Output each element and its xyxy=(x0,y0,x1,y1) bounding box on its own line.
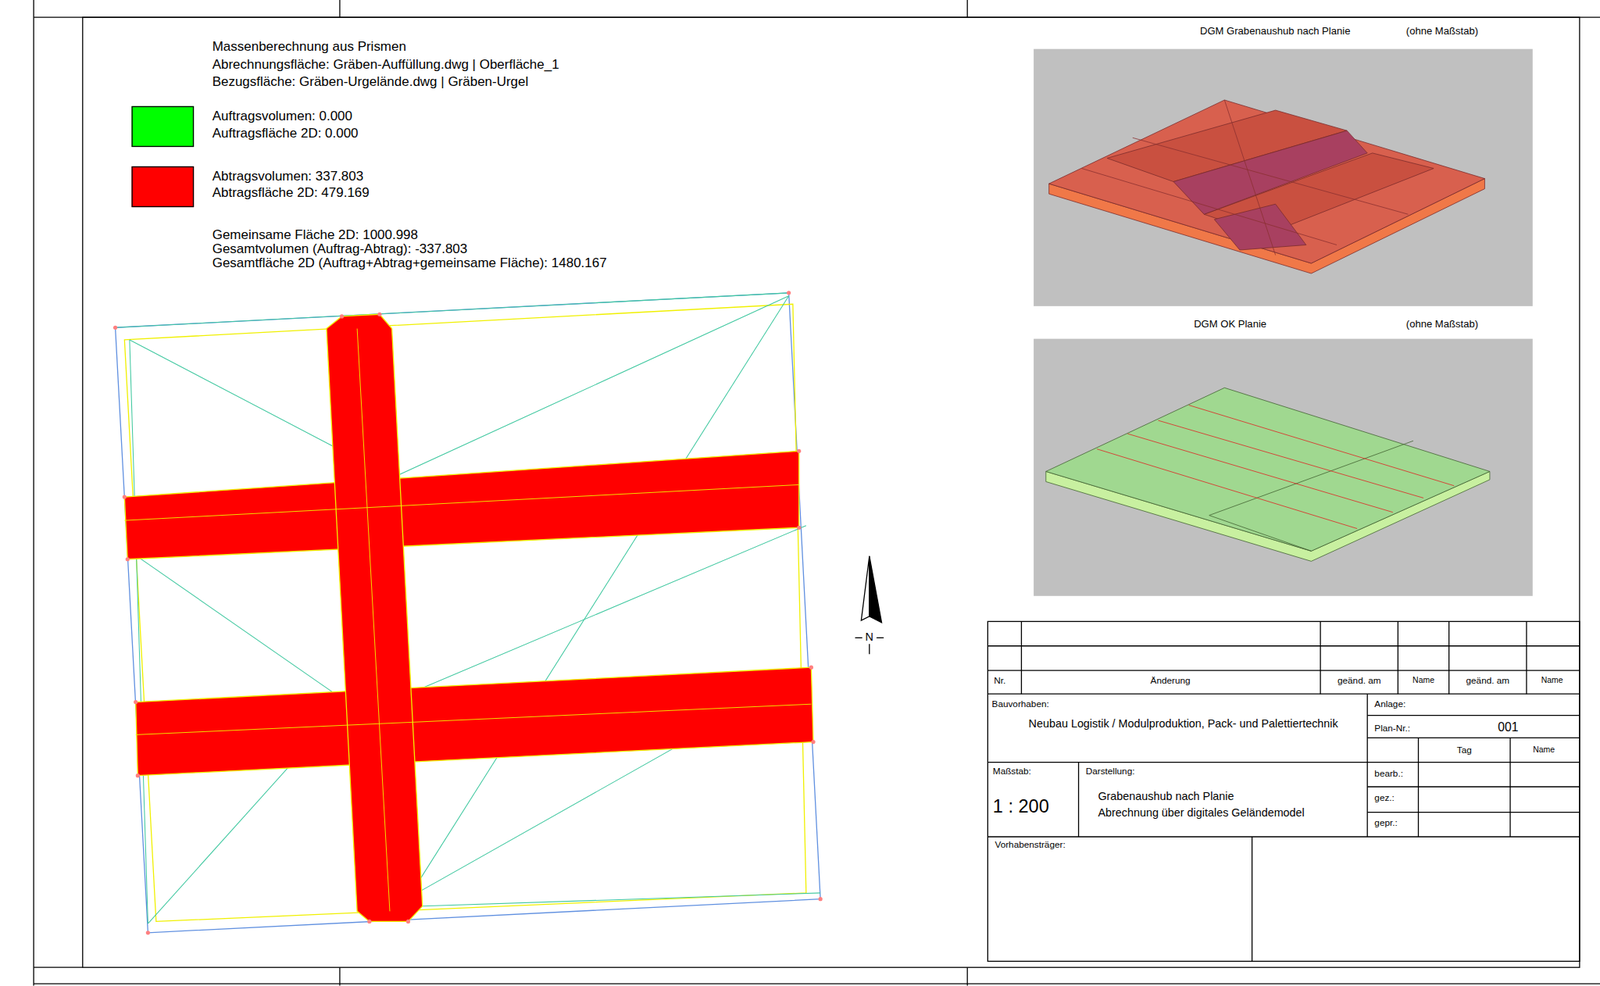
sheet-label: Vorhabensträger: xyxy=(994,840,1065,850)
sheet-label: Name xyxy=(1532,746,1555,754)
sheet-label: Abrechnungsfläche: Gräben-Auffüllung.dwg… xyxy=(212,57,560,71)
sheet-label: Maßstab: xyxy=(992,767,1032,777)
sheet-label: (ohne Maßstab) xyxy=(1406,319,1479,330)
sheet-label: gez.: xyxy=(1374,793,1394,804)
legend-swatch xyxy=(131,106,194,147)
sheet-label: Änderung xyxy=(1150,676,1191,686)
sheet-label: Gesamtvolumen (Auftrag-Abtrag): -337.803 xyxy=(212,242,468,256)
sheet-label: Name xyxy=(1412,676,1435,685)
sheet-label: Name xyxy=(1541,676,1564,685)
sheet-label: Plan-Nr.: xyxy=(1374,724,1411,734)
sheet-label: Auftragsfläche 2D: 0.000 xyxy=(212,126,359,140)
sheet-label: Darstellung: xyxy=(1085,767,1136,777)
sheet-label: geänd. am xyxy=(1337,676,1382,686)
legend-text: Auftragsvolumen: 0.000 xyxy=(212,109,353,123)
sheet-label: DGM OK Planie xyxy=(1193,319,1267,330)
legend-swatch xyxy=(131,166,194,208)
sheet-label: Nr. xyxy=(993,676,1006,686)
sheet-label: Gesamtfläche 2D (Auftrag+Abtrag+gemeinsa… xyxy=(212,256,608,270)
sheet-label: bearb.: xyxy=(1374,769,1404,779)
sheet-label: Gemeinsame Fläche 2D: 1000.998 xyxy=(212,227,418,241)
sheet-label: 1 : 200 xyxy=(992,796,1050,816)
sheet-label: (ohne Maßstab) xyxy=(1406,26,1479,37)
sheet-label: Abtragsfläche 2D: 479.169 xyxy=(212,185,370,200)
sheet-label: Tag xyxy=(1457,746,1472,756)
sheet-label: gepr.: xyxy=(1374,818,1397,829)
sheet-label: Abrechnung über digitales Geländemodel xyxy=(1097,807,1304,818)
sheet-label: Neubau Logistik / Modulproduktion, Pack-… xyxy=(1028,718,1339,730)
sheet-label: 001 xyxy=(1497,721,1518,734)
sheet-label: Bezugsfläche: Gräben-Urgelände.dwg | Grä… xyxy=(212,74,529,88)
legend-text: Abtragsvolumen: 337.803 xyxy=(212,169,365,183)
sheet-label: Bauvorhaben: xyxy=(992,700,1050,710)
sheet-label: geänd. am xyxy=(1466,676,1511,686)
sheet-label: Grabenaushub nach Planie xyxy=(1097,790,1234,802)
sheet-label: Anlage: xyxy=(1374,700,1406,710)
sheet-title: Massenberechnung aus Prismen xyxy=(212,39,407,54)
sheet-label: DGM Grabenaushub nach Planie xyxy=(1200,26,1350,37)
sheet-label: N xyxy=(864,631,875,643)
